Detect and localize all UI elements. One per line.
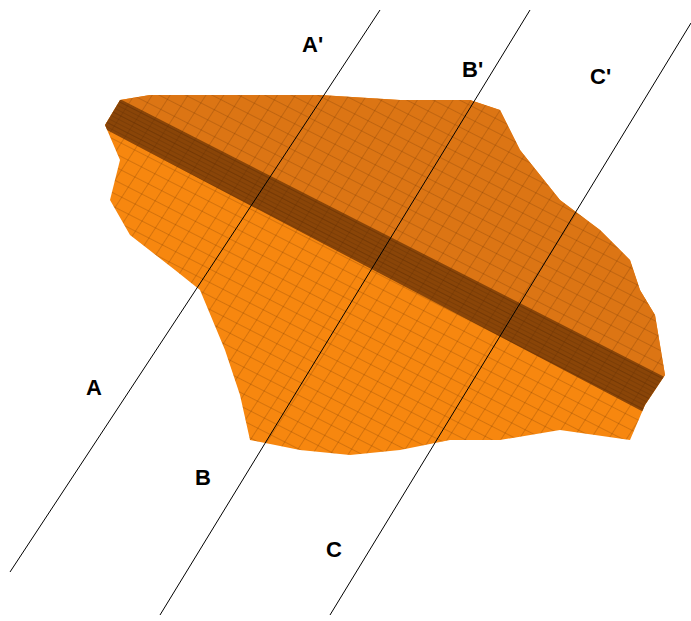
section-label: B' xyxy=(460,58,485,82)
section-line xyxy=(10,10,380,572)
section-label: A xyxy=(84,376,104,400)
section-line xyxy=(160,10,530,615)
section-line xyxy=(330,23,691,615)
section-label: A' xyxy=(300,33,325,57)
section-label: C' xyxy=(588,65,613,89)
section-label: B xyxy=(193,466,213,490)
section-label: C xyxy=(324,538,344,562)
